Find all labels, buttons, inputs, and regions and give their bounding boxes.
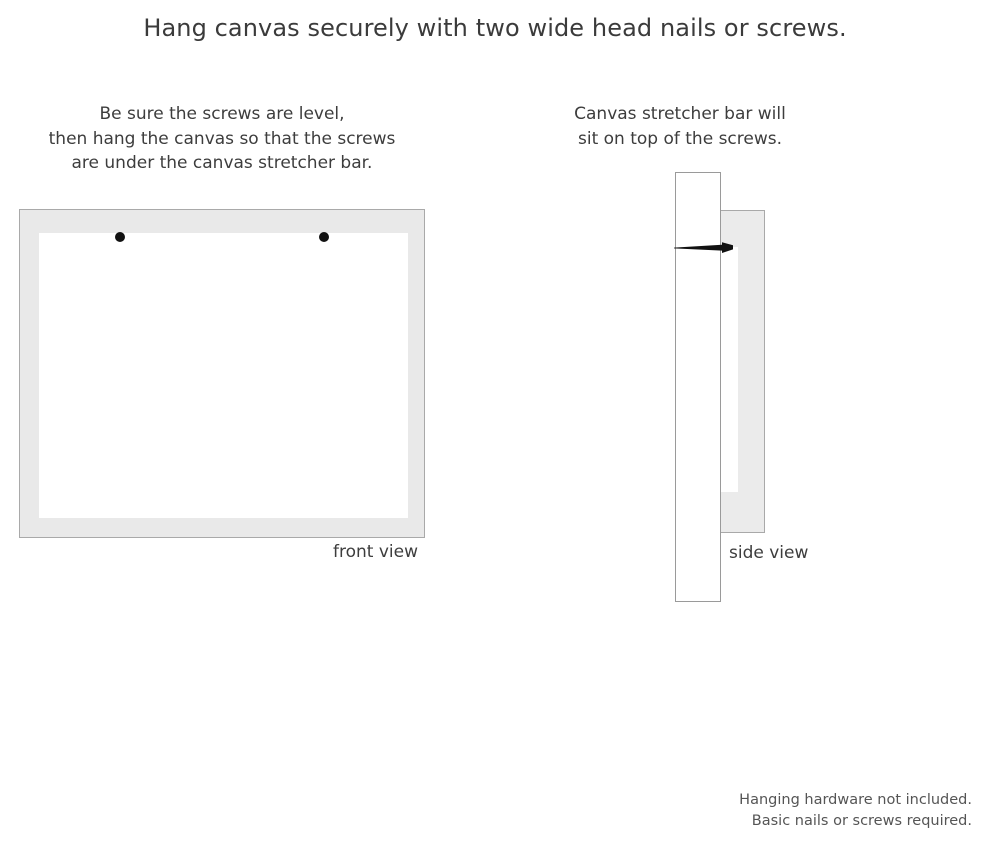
side-view-instructions: Canvas stretcher bar will sit on top of … <box>540 102 820 151</box>
instruction-line: sit on top of the screws. <box>577 128 783 149</box>
canvas-face <box>39 233 408 518</box>
screw-head-left-icon <box>115 232 125 242</box>
canvas-gap <box>721 247 738 492</box>
front-view-diagram <box>19 209 425 538</box>
nail-icon <box>674 242 733 253</box>
side-view-label: side view <box>729 543 809 563</box>
instruction-line: then hang the canvas so that the screws <box>48 128 396 149</box>
front-view-label: front view <box>333 542 418 562</box>
page-title: Hang canvas securely with two wide head … <box>143 14 847 42</box>
footer-line: Hanging hardware not included. <box>739 792 972 808</box>
footer-line: Basic nails or screws required. <box>751 813 972 829</box>
instruction-line: Be sure the screws are level, <box>99 104 345 124</box>
footer-note: Hanging hardware not included. Basic nai… <box>739 790 972 832</box>
wall-profile <box>675 172 721 602</box>
screw-head-right-icon <box>319 232 329 242</box>
instruction-line: are under the canvas stretcher bar. <box>71 153 373 173</box>
instruction-line: Canvas stretcher bar will <box>574 104 786 124</box>
front-view-instructions: Be sure the screws are level, then hang … <box>0 102 444 176</box>
